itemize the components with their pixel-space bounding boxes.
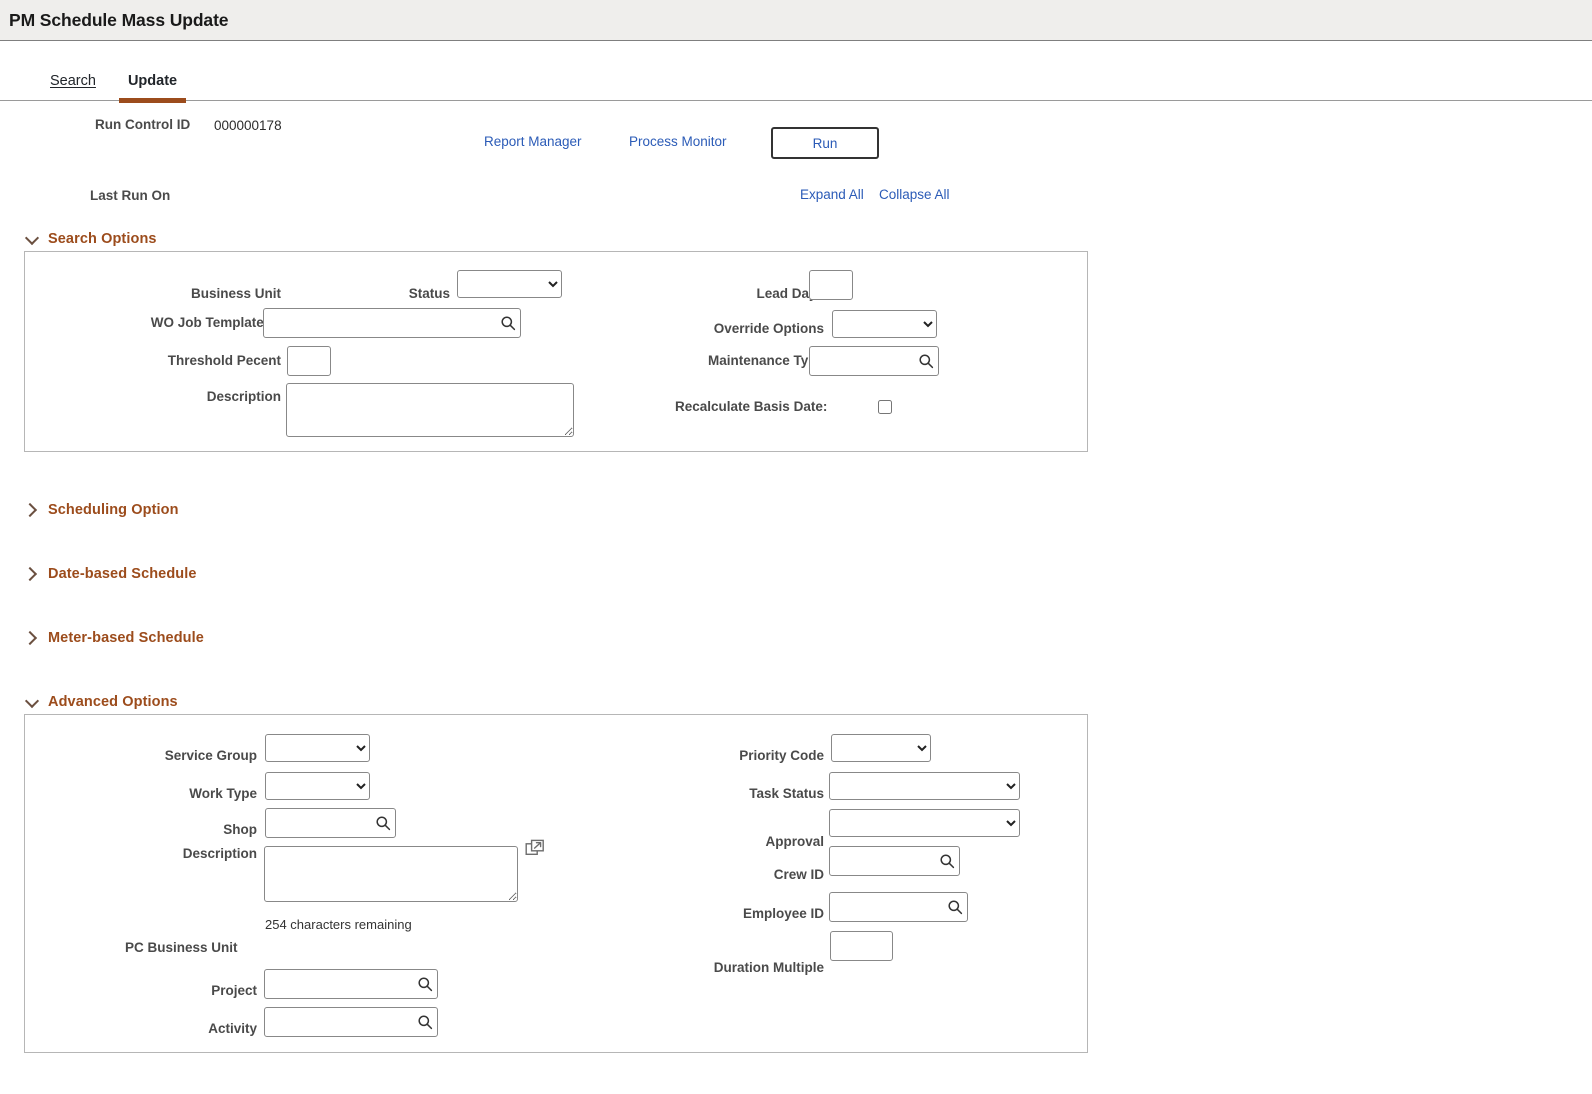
- recalculate-basis-date-label: Recalculate Basis Date:: [675, 399, 828, 414]
- approval-label: Approval: [765, 834, 824, 849]
- service-group-label: Service Group: [164, 748, 257, 763]
- section-title-date-based-schedule: Date-based Schedule: [48, 566, 197, 582]
- section-title-search-options: Search Options: [48, 231, 157, 247]
- threshold-pecent-input[interactable]: [287, 346, 331, 376]
- shop-input[interactable]: [265, 808, 396, 838]
- employee-id-input[interactable]: [829, 892, 968, 922]
- chevron-down-icon: [25, 232, 39, 246]
- crew-id-field: [829, 846, 960, 876]
- wo-job-template-id-input[interactable]: [263, 308, 521, 338]
- pc-business-unit-label: PC Business Unit: [125, 940, 238, 955]
- section-title-advanced-options: Advanced Options: [48, 694, 178, 710]
- crew-id-label: Crew ID: [773, 867, 824, 882]
- description-textarea[interactable]: [286, 383, 574, 437]
- section-header-advanced-options[interactable]: Advanced Options: [25, 694, 178, 710]
- duration-multiple-input[interactable]: [830, 931, 893, 961]
- report-manager-link[interactable]: Report Manager: [484, 134, 582, 149]
- tab-update[interactable]: Update: [116, 73, 189, 103]
- status-select[interactable]: [457, 270, 562, 298]
- shop-field: [265, 808, 396, 838]
- advanced-description-textarea[interactable]: [264, 846, 518, 902]
- threshold-pecent-label: Threshold Pecent: [167, 353, 281, 368]
- tab-update-label: Update: [127, 73, 178, 89]
- chevron-down-icon: [25, 695, 39, 709]
- employee-id-label: Employee ID: [742, 906, 824, 921]
- shop-label: Shop: [223, 822, 257, 837]
- duration-multiple-label: Duration Multiple: [713, 960, 824, 975]
- collapse-all-link[interactable]: Collapse All: [879, 187, 950, 202]
- section-header-meter-based-schedule[interactable]: Meter-based Schedule: [25, 630, 204, 646]
- section-title-scheduling-option: Scheduling Option: [48, 502, 179, 518]
- tab-search[interactable]: Search: [38, 73, 108, 100]
- run-button[interactable]: Run: [771, 127, 879, 159]
- run-control-id-value: 000000178: [214, 118, 282, 133]
- description-label: Description: [206, 389, 281, 404]
- employee-id-field: [829, 892, 968, 922]
- search-icon[interactable]: [918, 353, 934, 369]
- search-icon[interactable]: [500, 315, 516, 331]
- activity-field: [264, 1007, 438, 1037]
- project-input[interactable]: [264, 969, 438, 999]
- wo-job-template-id-label: WO Job Template ID: [150, 315, 281, 330]
- lead-days-input[interactable]: [809, 270, 853, 300]
- search-icon[interactable]: [947, 899, 963, 915]
- wo-job-template-id-field: [263, 308, 521, 338]
- work-type-label: Work Type: [189, 786, 257, 801]
- maintenance-type-field: [809, 346, 939, 376]
- last-run-on-label: Last Run On: [90, 188, 171, 203]
- override-options-select[interactable]: [832, 310, 937, 338]
- maintenance-type-input[interactable]: [809, 346, 939, 376]
- run-control-id-label: Run Control ID: [95, 117, 191, 132]
- chevron-right-icon: [25, 631, 39, 645]
- project-field: [264, 969, 438, 999]
- crew-id-input[interactable]: [829, 846, 960, 876]
- chevron-right-icon: [25, 503, 39, 517]
- activity-label: Activity: [208, 1021, 257, 1036]
- search-icon[interactable]: [417, 976, 433, 992]
- task-status-select[interactable]: [829, 772, 1020, 800]
- business-unit-label: Business Unit: [190, 286, 281, 301]
- section-header-search-options[interactable]: Search Options: [25, 231, 157, 247]
- work-type-select[interactable]: [265, 772, 370, 800]
- section-header-scheduling-option[interactable]: Scheduling Option: [25, 502, 179, 518]
- popout-icon[interactable]: [525, 839, 545, 858]
- chevron-right-icon: [25, 567, 39, 581]
- section-title-meter-based-schedule: Meter-based Schedule: [48, 630, 204, 646]
- process-monitor-link[interactable]: Process Monitor: [629, 134, 727, 149]
- page-title: PM Schedule Mass Update: [9, 9, 229, 30]
- search-icon[interactable]: [417, 1014, 433, 1030]
- characters-remaining-text: 254 characters remaining: [265, 917, 412, 932]
- override-options-label: Override Options: [713, 321, 824, 336]
- section-header-date-based-schedule[interactable]: Date-based Schedule: [25, 566, 197, 582]
- task-status-label: Task Status: [749, 786, 824, 801]
- tab-bar: Search Update: [0, 41, 1592, 103]
- priority-code-select[interactable]: [831, 734, 931, 762]
- panel-search-options: Business Unit Status WO Job Template ID …: [24, 251, 1088, 452]
- expand-all-link[interactable]: Expand All: [800, 187, 864, 202]
- page-header-bar: PM Schedule Mass Update: [0, 0, 1592, 41]
- activity-input[interactable]: [264, 1007, 438, 1037]
- service-group-select[interactable]: [265, 734, 370, 762]
- tab-search-label: Search: [50, 73, 96, 89]
- priority-code-label: Priority Code: [739, 748, 824, 763]
- run-control-area: Run Control ID 000000178 Report Manager …: [0, 101, 1592, 157]
- recalculate-basis-date-checkbox[interactable]: [878, 400, 892, 414]
- panel-advanced-options: Service Group Work Type Shop Description…: [24, 714, 1088, 1053]
- search-icon[interactable]: [939, 853, 955, 869]
- project-label: Project: [211, 983, 257, 998]
- maintenance-type-label: Maintenance Type: [707, 353, 824, 368]
- lead-days-label: Lead Days: [756, 286, 824, 301]
- search-icon[interactable]: [375, 815, 391, 831]
- advanced-description-label: Description: [182, 846, 257, 861]
- status-label: Status: [408, 286, 450, 301]
- approval-select[interactable]: [829, 809, 1020, 837]
